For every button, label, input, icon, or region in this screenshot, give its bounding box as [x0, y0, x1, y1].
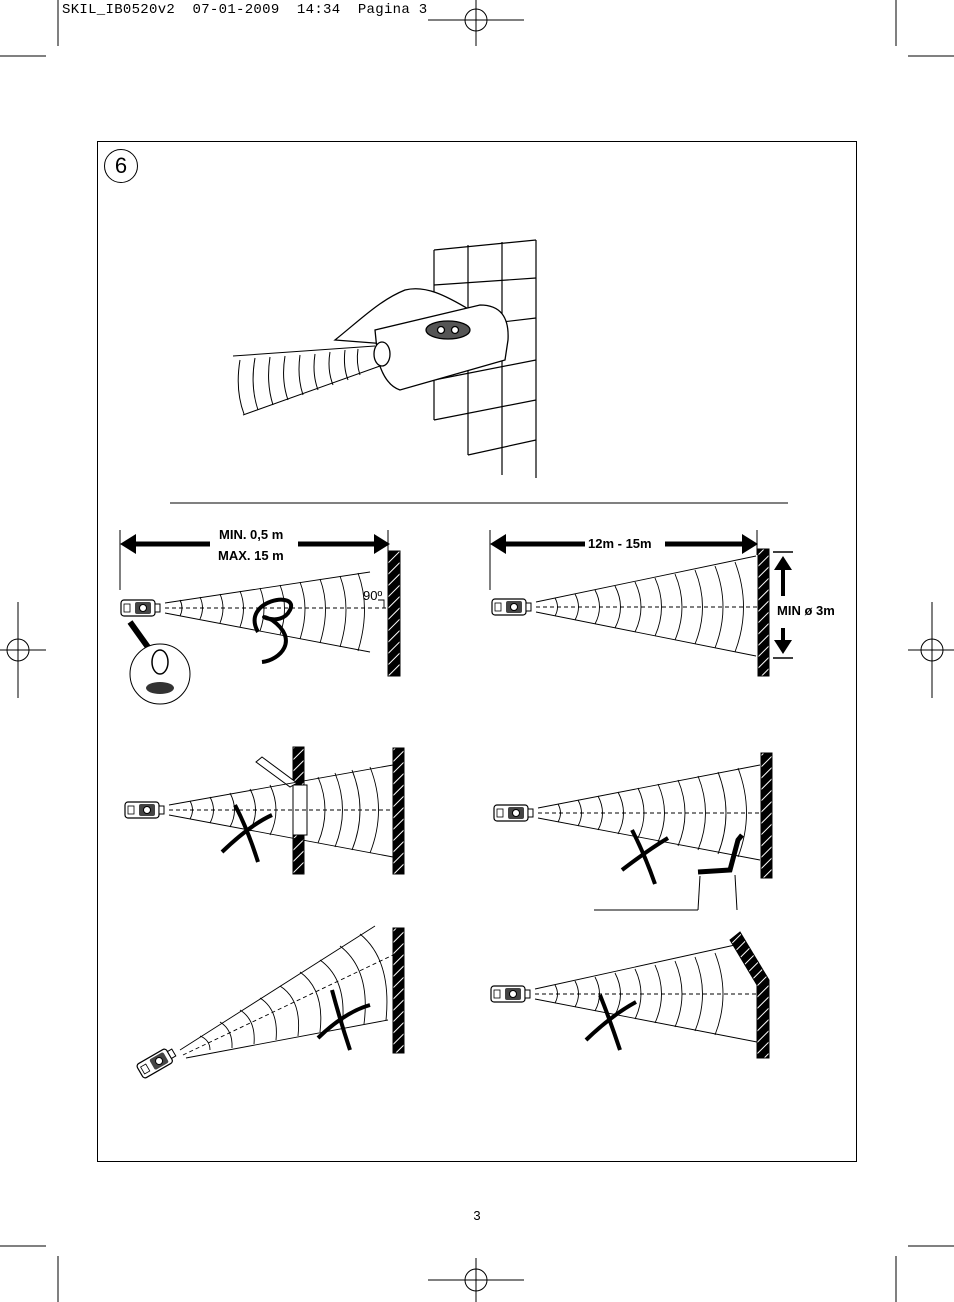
- panel-range: [489, 530, 793, 677]
- figure-number: 6: [104, 149, 138, 183]
- print-header: SKIL_IB0520v2 07-01-2009 14:34 Pagina 3: [62, 2, 428, 18]
- panel-door: [124, 746, 405, 875]
- min-distance-label: MIN. 0,5 m: [219, 527, 284, 543]
- signal-lines: [232, 345, 381, 416]
- page-number: 3: [473, 1208, 481, 1223]
- min-diameter-label: MIN ø 3m: [777, 603, 835, 619]
- figure-frame: [97, 141, 857, 1162]
- panel-angled: [135, 925, 405, 1080]
- range-label: 12m - 15m: [588, 536, 652, 552]
- panel-angled-wall: [490, 931, 770, 1059]
- hand-device: [333, 288, 509, 391]
- panel-chair: [493, 752, 773, 911]
- max-distance-label: MAX. 15 m: [218, 548, 284, 564]
- angle-label: 90º: [363, 588, 383, 603]
- panel-min-max: [119, 530, 401, 705]
